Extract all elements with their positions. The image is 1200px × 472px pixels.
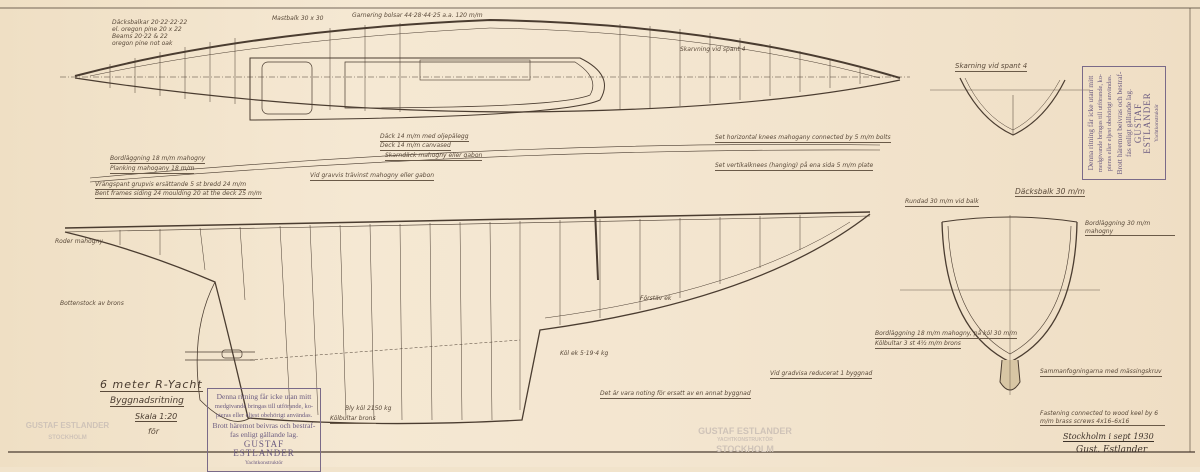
ghost-stamp-left: GUSTAF ESTLANDER STOCKHOLM [20, 420, 115, 444]
section-label-mid: Däcksbalk 30 m/m [1015, 187, 1085, 197]
note-knees-2: Set vertikalknees (hanging) på ena sida … [715, 162, 874, 171]
note-spec-right-2: Fastening connected to wood keel by 6 m/… [1040, 410, 1165, 426]
note-sheer: Skarvning vid spant 4 [680, 46, 746, 53]
stamp-line: Brott häremot beivras och bestraf- [1114, 71, 1124, 175]
stamp-line: Brott häremot beivras och bestraf- [212, 420, 316, 430]
note-ballast: Bly köl 2150 kg [345, 405, 392, 412]
note-reduced: Vid gradvisa reducerat 1 byggnad [770, 370, 873, 379]
note-main-beam: Mastbalk 30 x 30 [272, 15, 324, 22]
note-stem: Förstäv ek [640, 295, 672, 302]
note-floors: Bottenstock av brons [60, 300, 124, 307]
stamp-name: GUSTAF ESTLANDER [233, 438, 295, 458]
stamp-line: pieras eller eljest obehörigt användas. [1106, 74, 1113, 172]
note-deck-beams: Däcksbalkar 20·22·22·22 [112, 19, 188, 26]
signature-place-date: Stockholm i sept 1930 [1063, 432, 1154, 442]
note-keel: Köl ek 5·19·4 kg [560, 350, 609, 357]
stamp-line: pieras eller eljest obehörigt användas. [215, 412, 313, 419]
note-frames: Vrängspant grupvis ersättande 5 st bredd… [95, 181, 247, 190]
note-beams: Beams 20·22 & 22 [112, 33, 168, 40]
stamp-role: Yachtkonstruktör [245, 459, 283, 466]
deck-plan [60, 18, 910, 121]
ghost-stamp-city: STOCKHOLM [716, 444, 774, 454]
note-center: Det är vara noting för ersatt av en anna… [600, 390, 751, 399]
drawing-title: 6 meter R-Yacht [100, 378, 203, 392]
stamp-role: Yachtkonstruktör [1153, 104, 1160, 142]
hull-profile [64, 209, 871, 425]
ghost-stamp-city: STOCKHOLM [48, 435, 87, 441]
drawing-for: för [148, 427, 159, 436]
drawing-scale: Skala 1:20 [135, 412, 178, 422]
note-rudder: Roder mahogny [55, 238, 103, 245]
tiller-detail [185, 349, 255, 361]
note-planking-en: Planking mahogany 18 m/m [110, 165, 195, 174]
ghost-stamp-name: GUSTAF ESTLANDER [25, 421, 110, 430]
signature: Gust. Estlander [1076, 445, 1148, 455]
ghost-stamp-role: YACHTKONSTRUKTÖR [717, 437, 773, 443]
note-oregon-2: oregon pine not oak [112, 40, 173, 47]
sheer-curve [89, 144, 881, 179]
drawing-subtitle: Byggnadsritning [110, 396, 184, 407]
note-coaming: Skarndäck mahogny eller gabon [385, 152, 483, 161]
note-frames-2: Bent frames siding 24 moulding 20 at the… [95, 190, 262, 199]
note-plank-right: Bordläggning 18 m/m mahogny, på köl 30 m… [875, 330, 1018, 339]
stamp-line: Denna ritning får icke utan mitt [1086, 75, 1095, 171]
mast-step [594, 209, 599, 281]
stamp-line: medgivande bringas till utförande, ko- [214, 402, 314, 410]
stamp-line: medgivande bringas till utförande, ko- [1096, 73, 1104, 173]
midship-section [900, 215, 1100, 395]
section-frame-4 [930, 77, 1090, 136]
note-deck-en: Deck 14 m/m canvased [380, 142, 451, 151]
stamp-line: Denna ritning får icke utan mitt [216, 392, 312, 401]
ghost-stamp-name: GUSTAF ESTLANDER [698, 426, 792, 436]
note-planking: Bordläggning 18 m/m mahogny [110, 155, 206, 164]
note-oregon: el. oregon pine 20 x 22 [112, 26, 182, 33]
section-label-top: Skarning vid spant 4 [955, 62, 1028, 72]
copyright-stamp: Denna ritning får icke utan mitt medgiva… [207, 388, 321, 472]
stamp-name: GUSTAF ESTLANDER [1132, 92, 1153, 154]
rudder [196, 281, 251, 422]
note-wood: Vid gravvis trävinst mahogny eller gabon [310, 172, 435, 181]
note-knees: Set horizontal knees mahogany connected … [715, 134, 891, 143]
note-bolts: Kölbultar 3 st 4½ m/m brons [875, 340, 961, 349]
note-deck: Däck 14 m/m med oljepälegg [380, 133, 469, 142]
beam-note: Rundad 30 m/m vid balk [905, 198, 979, 207]
copyright-stamp-rotated: Denna ritning får icke utan mitt medgiva… [1082, 66, 1166, 180]
stamp-line: fas enligt gällande lag. [230, 430, 298, 439]
ghost-stamp-center: GUSTAF ESTLANDER YACHTKONSTRUKTÖR STOCKH… [680, 425, 810, 455]
note-spec-right: Sammanfogningarna med mässingskruv [1040, 368, 1162, 377]
section-planking: Bordläggning 30 m/m mahogny [1085, 220, 1175, 236]
note-shelf: Garnering bolsar 44·28·44·25 a.a. 120 m/… [352, 12, 483, 19]
note-keel-bolts: Kölbultar brons [330, 415, 376, 424]
